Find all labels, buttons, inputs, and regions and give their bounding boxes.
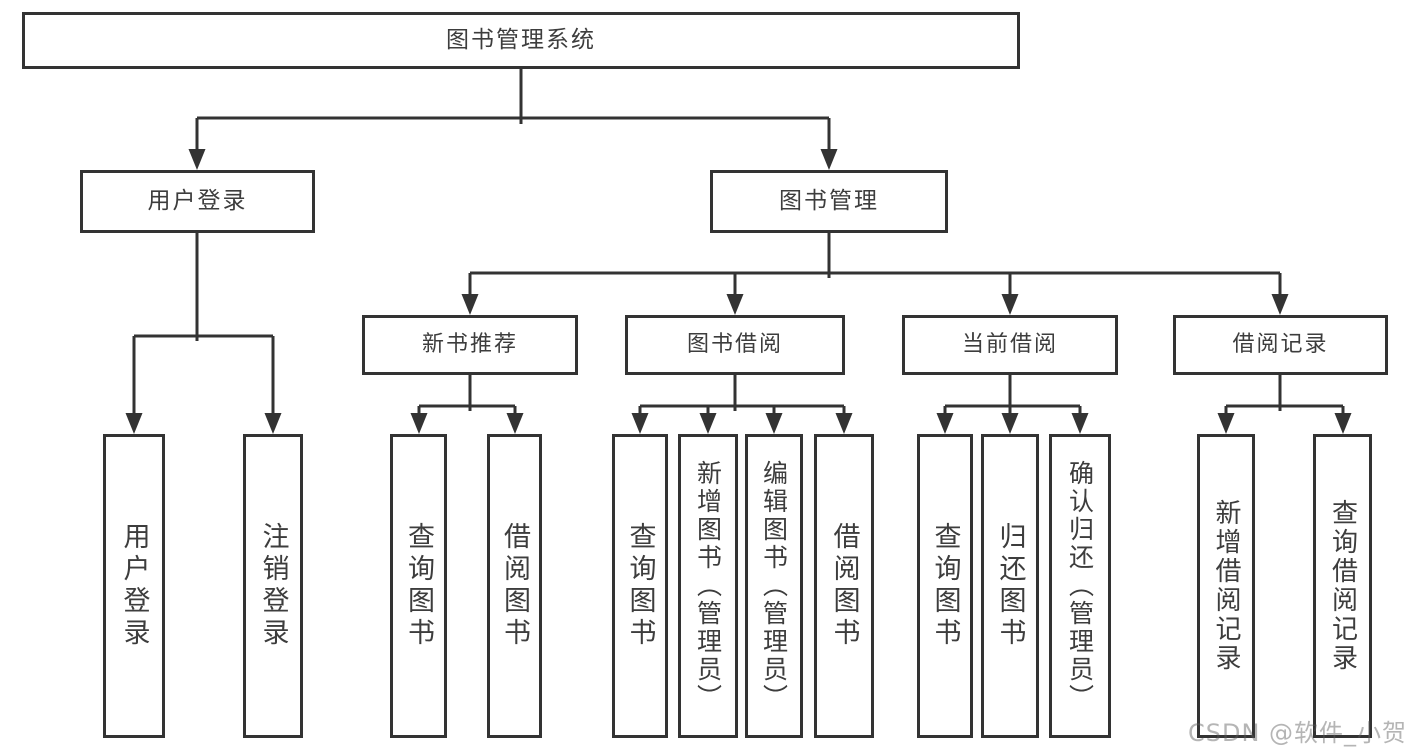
node-current-borrowing: 当前借阅 [902,315,1118,375]
leaf-add-borrow-record: 新增借阅记录 [1197,434,1255,738]
node-book-management: 图书管理 [710,170,948,233]
leaf-add-book-admin: 新增图书（管理员） [678,434,738,738]
csdn-watermark: CSDN @软件_小贺同学 [1188,719,1405,747]
leaf-edit-book-admin: 编辑图书（管理员） [745,434,803,738]
node-new-book-recommendation: 新书推荐 [362,315,578,375]
leaf-query-books-current: 查询图书 [917,434,973,738]
leaf-confirm-return-admin: 确认归还（管理员） [1049,434,1111,738]
node-root-system: 图书管理系统 [22,12,1020,69]
leaf-logout: 注销登录 [243,434,303,738]
node-book-borrowing: 图书借阅 [625,315,845,375]
leaf-return-book: 归还图书 [981,434,1039,738]
leaf-query-books-recommend: 查询图书 [390,434,447,738]
leaf-query-borrow-record: 查询借阅记录 [1313,434,1372,738]
leaf-borrow-books: 借阅图书 [814,434,874,738]
leaf-query-books-borrow: 查询图书 [612,434,668,738]
node-borrowing-records: 借阅记录 [1173,315,1388,375]
node-user-login: 用户登录 [80,170,315,233]
leaf-borrow-books-recommend: 借阅图书 [487,434,542,738]
leaf-user-login: 用户登录 [103,434,165,738]
